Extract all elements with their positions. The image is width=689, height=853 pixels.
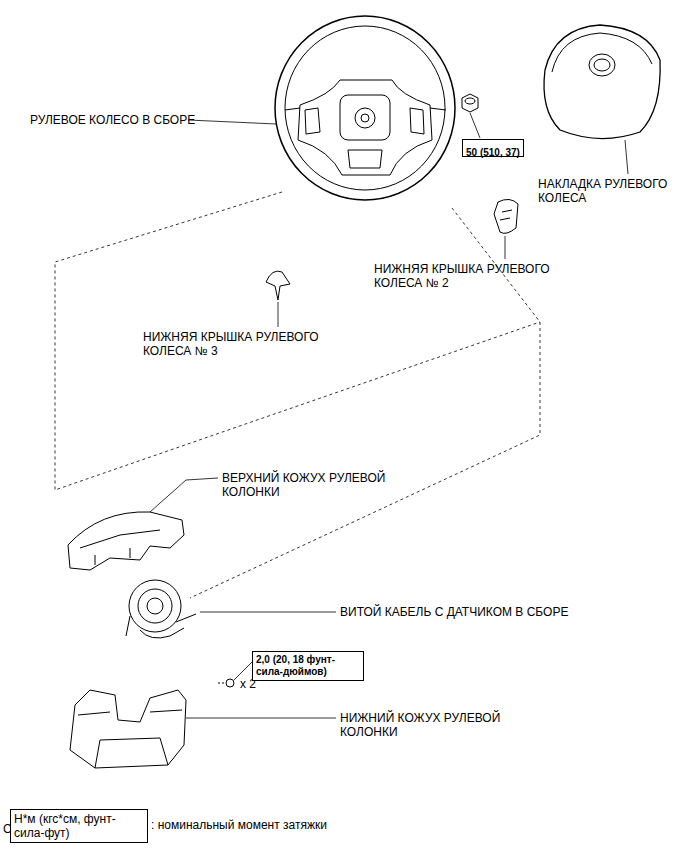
nut-symbol [462, 94, 480, 138]
part-name: НИЖНИЙ КОЖУХ РУЛЕВОЙ КОЛОНКИ [340, 711, 535, 739]
legend-box: Н*м (кгс*см, фунт-сила-фут): номинальный… [10, 809, 148, 843]
legend-text: : номинальный момент затяжки [151, 818, 327, 832]
lower-cover-no2 [494, 199, 518, 259]
part-name: НИЖНЯЯ КРЫШКА РУЛЕВОГО КОЛЕСА № 2 [374, 262, 574, 290]
part-name: ВИТОЙ КАБЕЛЬ С ДАТЧИКОМ В СБОРЕ [340, 605, 568, 619]
lower-column-cover [70, 690, 336, 768]
part-name: РУЛЕВОЕ КОЛЕСО В СБОРЕ [30, 113, 195, 127]
part-name: НАКЛАДКА РУЛЕВОГО КОЛЕСА [538, 177, 686, 205]
box-text: 50 (510, 37) [466, 147, 520, 159]
assembly-line [55, 192, 540, 598]
torque-box: 50 (510, 37) [462, 139, 524, 157]
torque-box: 2,0 (20, 18 фунт-сила-дюймов) [252, 651, 364, 681]
part-name: НИЖНЯЯ КРЫШКА РУЛЕВОГО КОЛЕСА № 3 [143, 330, 343, 358]
part-name: ВЕРХНИЙ КОЖУХ РУЛЕВОЙ КОЛОНКИ [222, 471, 417, 499]
box-text: Н*м (кгс*см, фунт-сила-фут) [14, 812, 144, 840]
leader-line [188, 120, 276, 124]
steering-wheel [275, 16, 455, 200]
spiral-cable [126, 580, 336, 638]
steering-pad [544, 25, 660, 174]
box-text: 2,0 (20, 18 фунт-сила-дюймов) [256, 654, 360, 678]
lower-cover-no3 [266, 271, 290, 327]
upper-column-cover [68, 478, 218, 570]
